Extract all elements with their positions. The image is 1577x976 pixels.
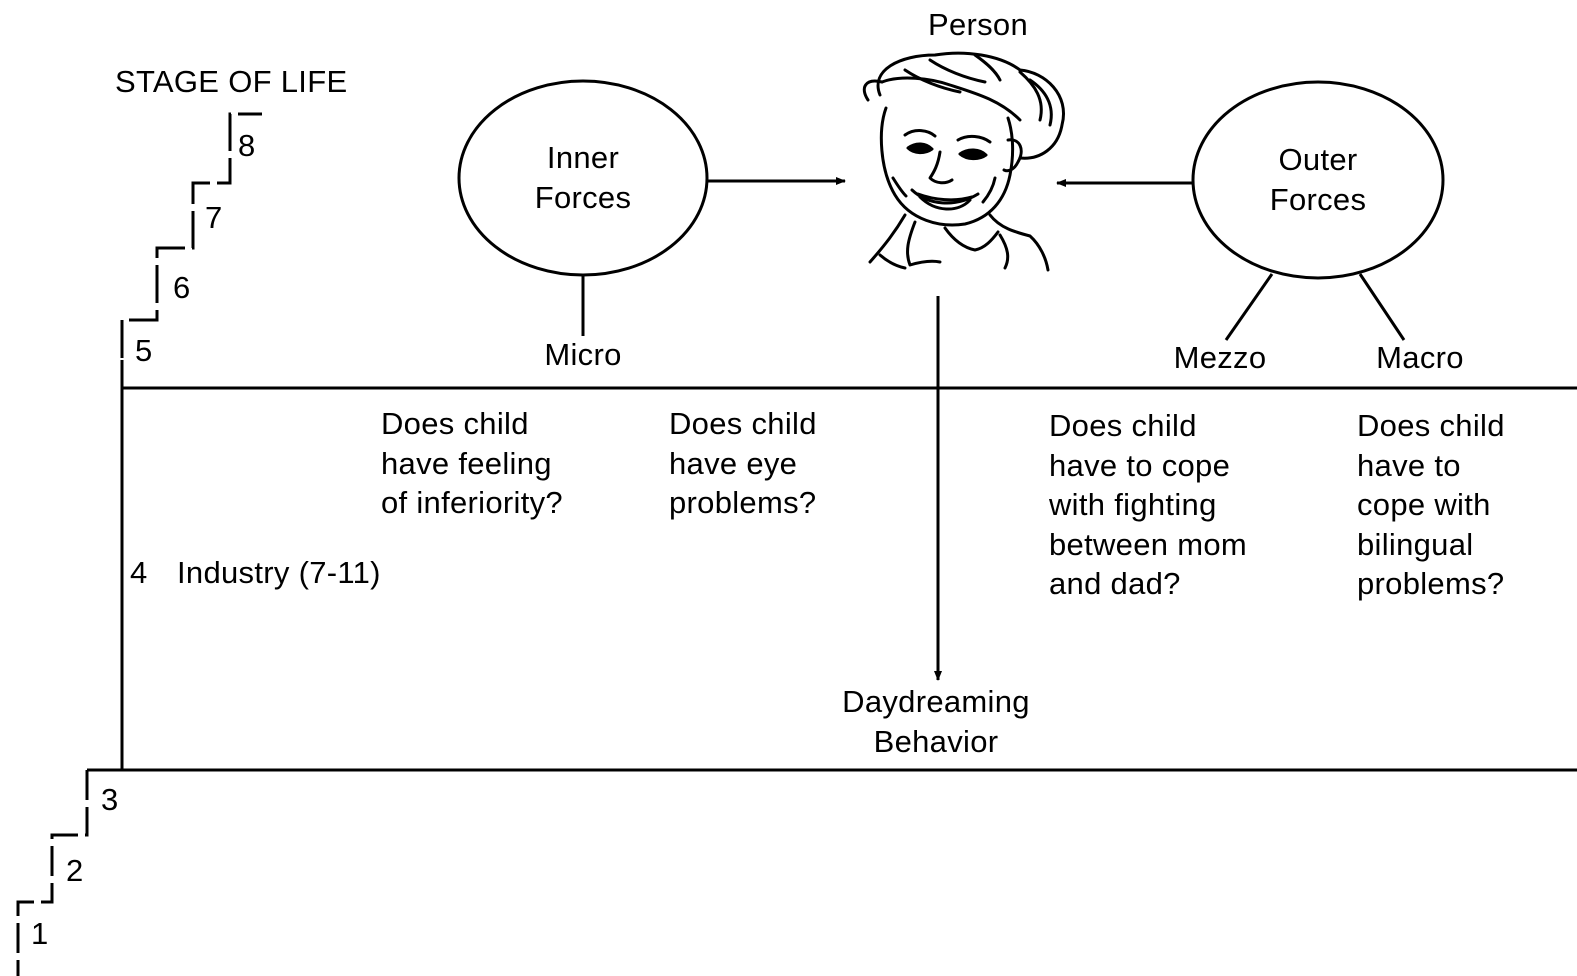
- stage-number-4: 4: [130, 555, 148, 590]
- micro-label: Micro: [544, 337, 622, 372]
- outer-forces-label: Outer Forces: [1269, 142, 1367, 217]
- daydreaming-behavior-label: Daydreaming Behavior: [842, 684, 1030, 759]
- upper-staircase: [120, 112, 262, 358]
- question-inferiority: Does child have feeling of inferiority?: [381, 406, 563, 520]
- person-label: Person: [927, 7, 1029, 42]
- stage-of-life-title: STAGE OF LIFE: [115, 64, 348, 99]
- stage-number-8: 8: [238, 128, 256, 163]
- lower-staircase: [16, 770, 89, 976]
- outer-forces-circle: [1191, 80, 1445, 280]
- stage-number-6: 6: [173, 270, 191, 305]
- stage-number-5: 5: [135, 333, 153, 368]
- inner-forces-label: Inner Forces: [534, 140, 632, 215]
- stage-4-label: Industry (7-11): [177, 555, 381, 590]
- question-parents-fighting: Does child have to cope with fighting be…: [1049, 408, 1248, 601]
- macro-label: Macro: [1376, 340, 1464, 375]
- outer-to-mezzo-line: [1224, 273, 1274, 341]
- outer-to-macro-line: [1358, 273, 1406, 341]
- stage-number-7: 7: [205, 200, 223, 235]
- question-eye-problems: Does child have eye problems?: [669, 406, 817, 520]
- mezzo-label: Mezzo: [1173, 340, 1267, 375]
- stage-number-1: 1: [31, 916, 49, 951]
- question-bilingual: Does child have to cope with bilingual p…: [1357, 408, 1505, 601]
- stage-number-2: 2: [66, 853, 84, 888]
- person-illustration: [862, 51, 1065, 272]
- stage-number-3: 3: [101, 782, 119, 817]
